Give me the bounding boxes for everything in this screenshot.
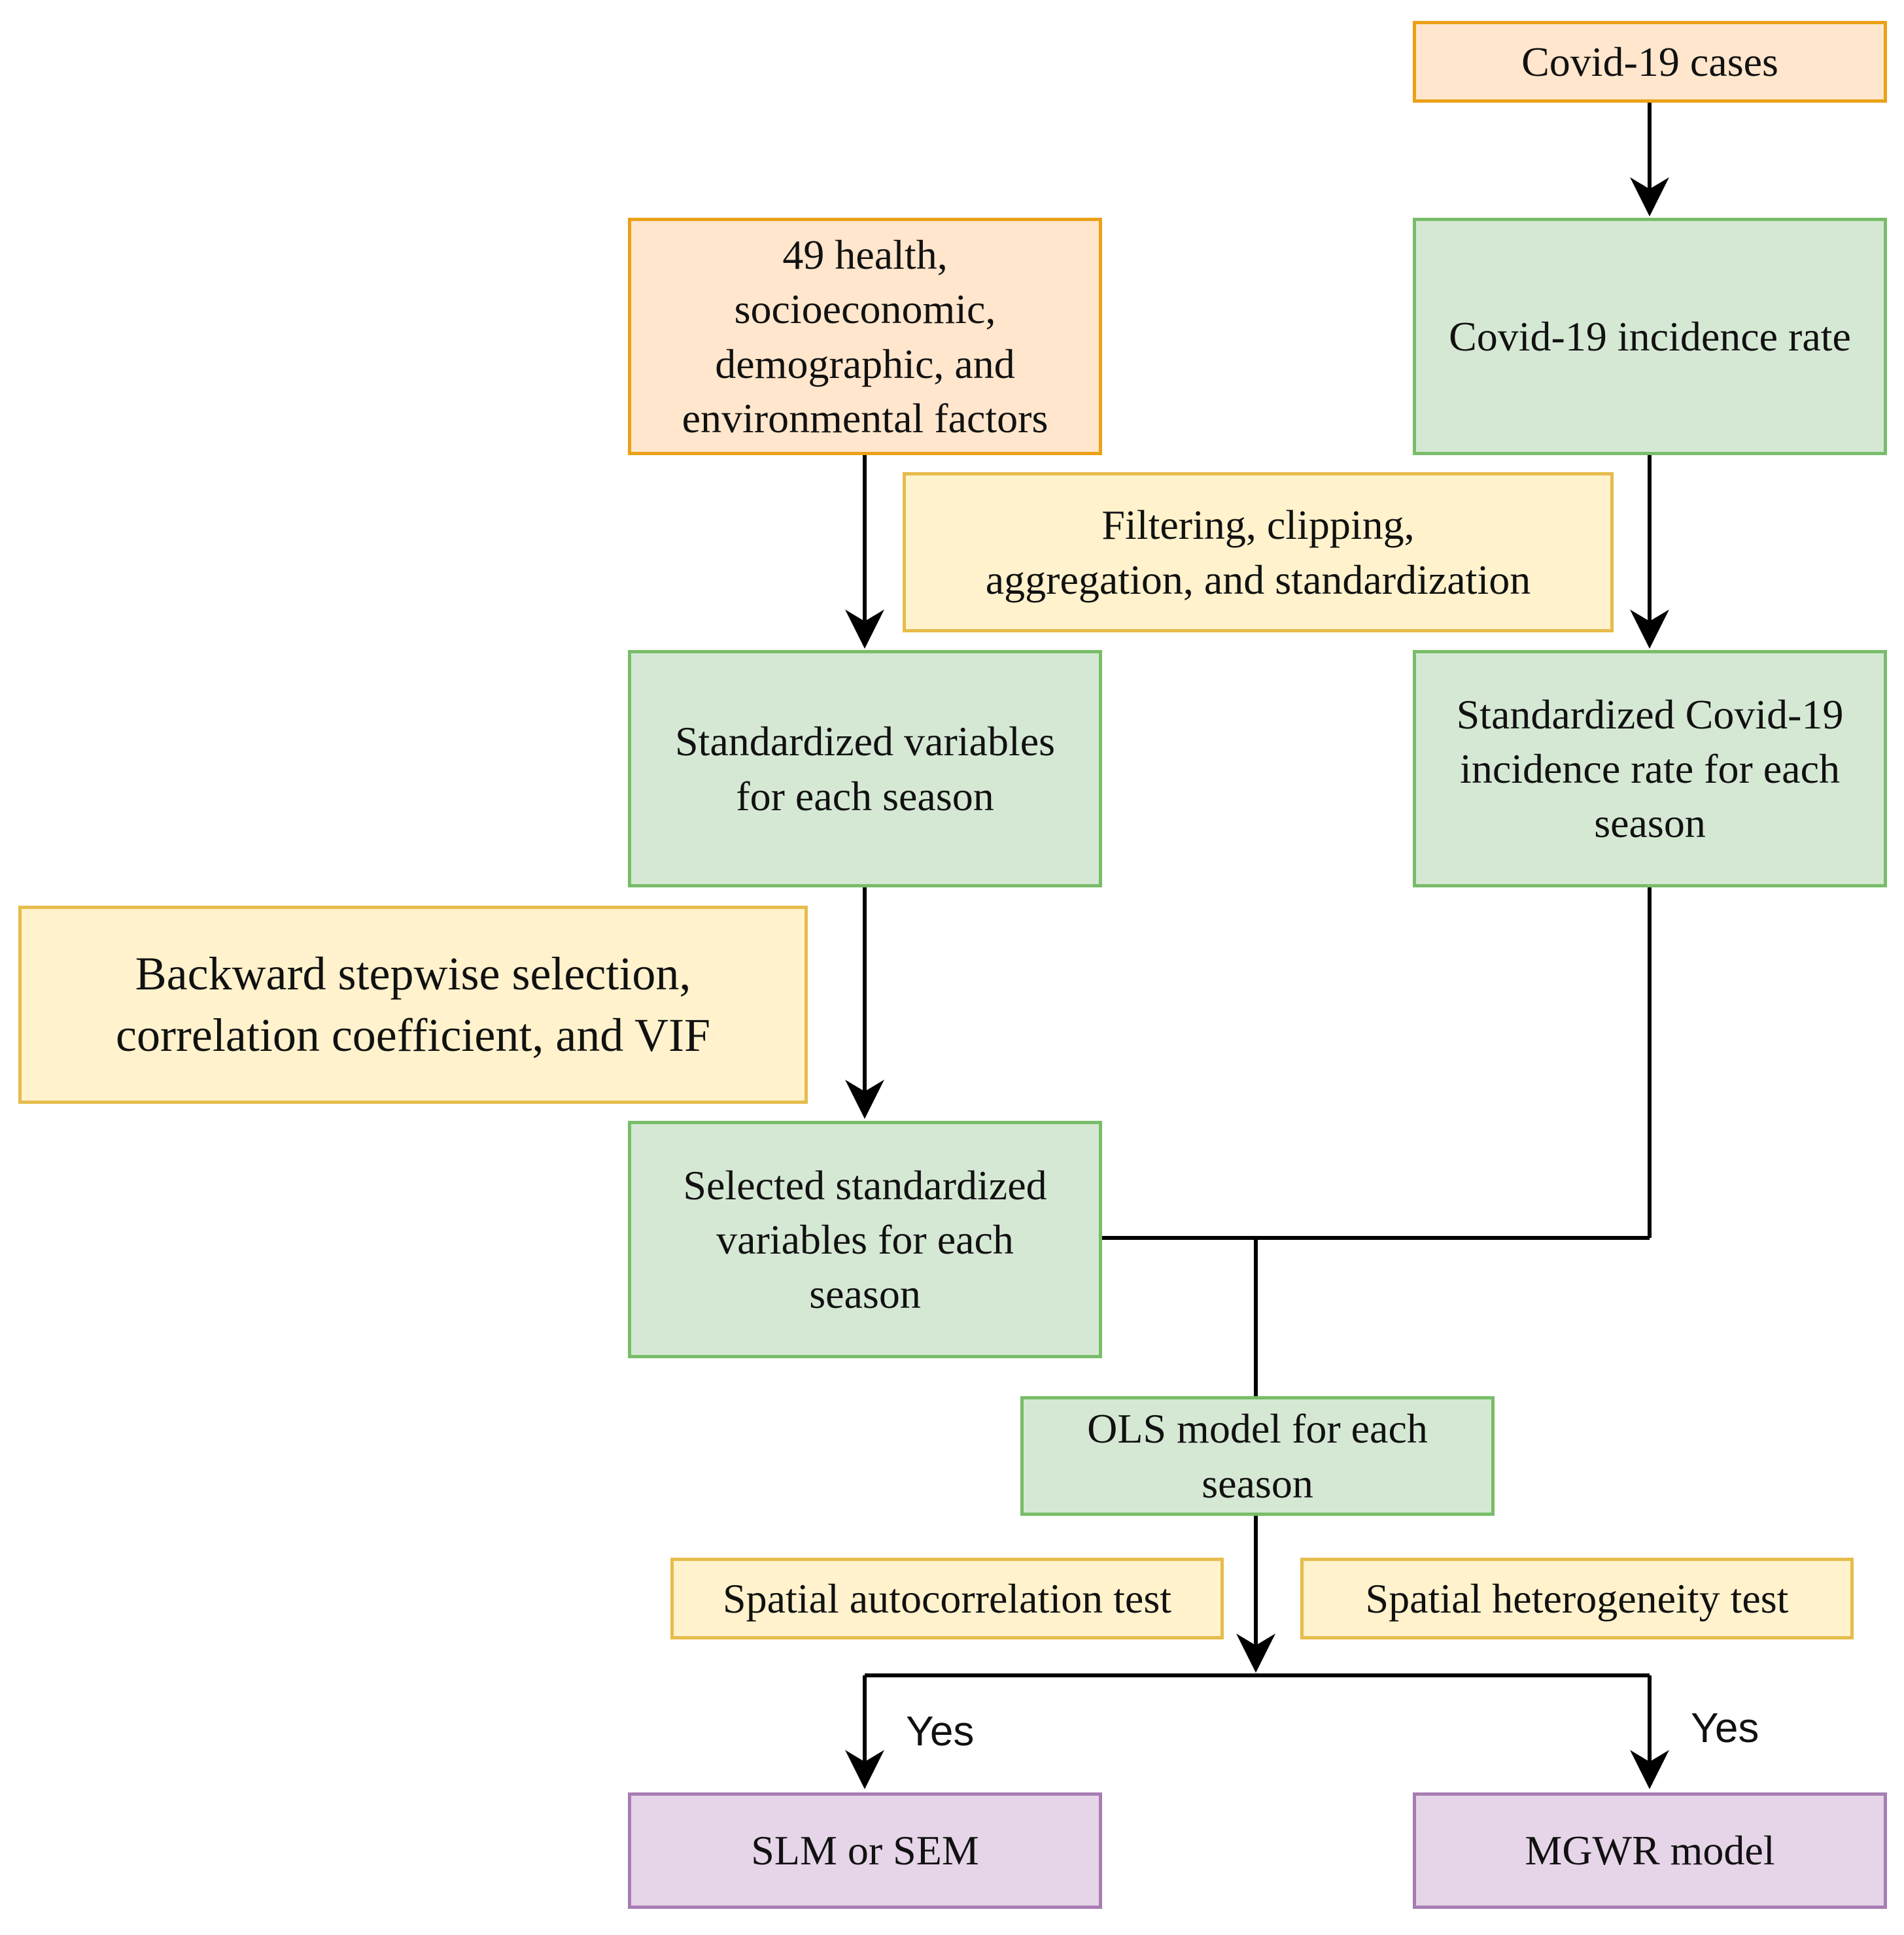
selection-label: Backward stepwise selection, correlation… bbox=[116, 947, 710, 1061]
heterogeneity-test-label: Spatial heterogeneity test bbox=[1365, 1575, 1789, 1622]
covid-cases-node: Covid-19 cases bbox=[1413, 21, 1887, 103]
covid-cases-label: Covid-19 cases bbox=[1521, 38, 1778, 85]
incidence-rate-label: Covid-19 incidence rate bbox=[1449, 313, 1851, 360]
heterogeneity-test-node: Spatial heterogeneity test bbox=[1300, 1558, 1854, 1639]
selection-node: Backward stepwise selection, correlation… bbox=[18, 906, 808, 1104]
incidence-rate-node: Covid-19 incidence rate bbox=[1413, 218, 1887, 455]
slm-sem-node: SLM or SEM bbox=[628, 1792, 1102, 1909]
mgwr-node: MGWR model bbox=[1413, 1792, 1887, 1909]
autocorrelation-test-node: Spatial autocorrelation test bbox=[670, 1558, 1224, 1639]
slm-sem-label: SLM or SEM bbox=[751, 1827, 979, 1874]
std-variables-label: Standardized variables for each season bbox=[674, 718, 1056, 819]
ols-label: OLS model for each season bbox=[1087, 1405, 1428, 1507]
factors-node: 49 health, socioeconomic, demographic, a… bbox=[628, 218, 1102, 455]
filtering-node: Filtering, clipping, aggregation, and st… bbox=[903, 472, 1614, 632]
std-incidence-node: Standardized Covid-19 incidence rate for… bbox=[1413, 650, 1887, 887]
filtering-label: Filtering, clipping, aggregation, and st… bbox=[985, 502, 1531, 603]
autocorrelation-test-label: Spatial autocorrelation test bbox=[723, 1575, 1171, 1622]
std-variables-node: Standardized variables for each season bbox=[628, 650, 1102, 887]
yes-right-label: Yes bbox=[1691, 1704, 1759, 1751]
selected-vars-node: Selected standardized variables for each… bbox=[628, 1121, 1102, 1358]
yes-left-label: Yes bbox=[906, 1707, 975, 1755]
selected-vars-label: Selected standardized variables for each… bbox=[683, 1161, 1047, 1318]
ols-node: OLS model for each season bbox=[1020, 1396, 1495, 1516]
factors-label: 49 health, socioeconomic, demographic, a… bbox=[682, 231, 1048, 441]
std-incidence-label: Standardized Covid-19 incidence rate for… bbox=[1456, 691, 1844, 847]
mgwr-label: MGWR model bbox=[1525, 1827, 1775, 1874]
